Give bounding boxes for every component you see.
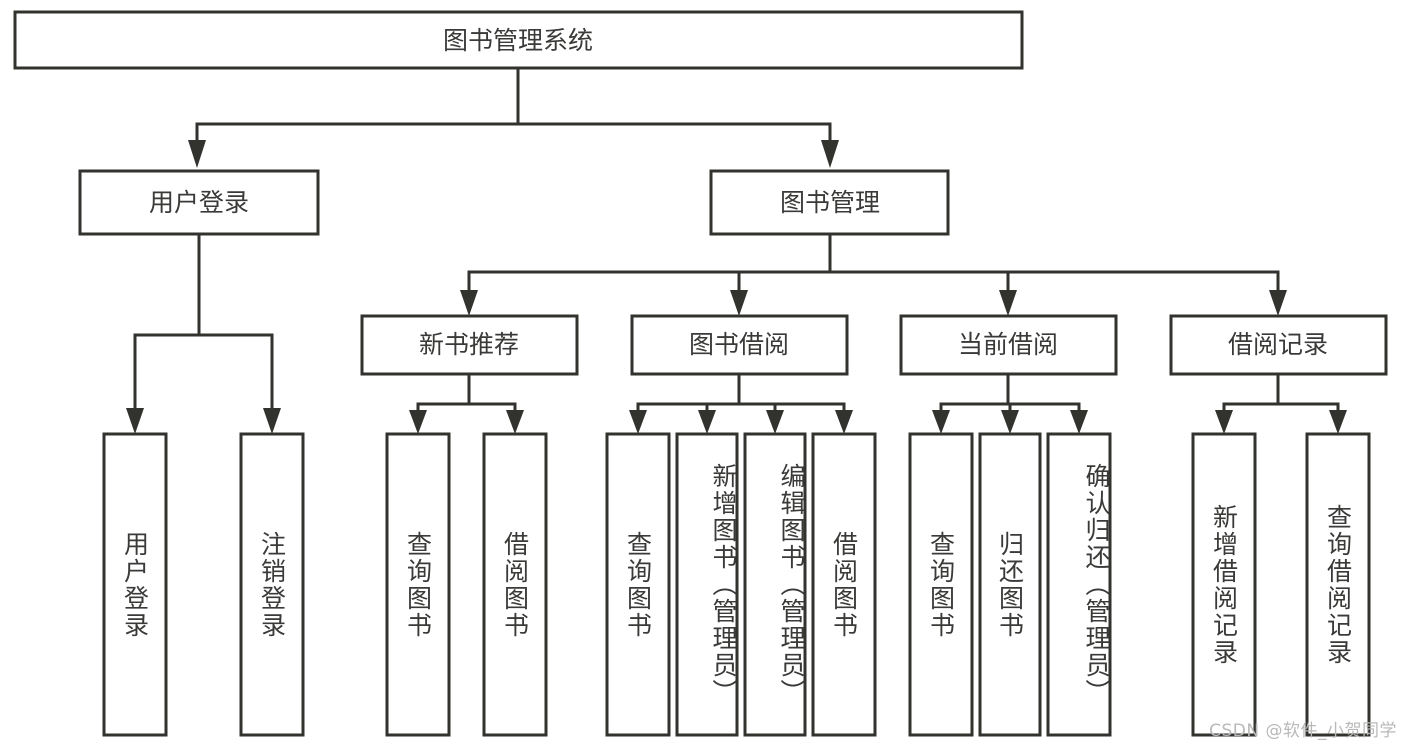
connector-book-borrow-to-leaves	[629, 372, 853, 434]
node-current-borrow[interactable]: 当前借阅	[899, 314, 1118, 376]
node-current-borrow-label: 当前借阅	[958, 330, 1058, 359]
connector-new-book-recommend-to-leaves	[409, 372, 524, 434]
watermark-text: CSDN @软件_小贺同学	[1209, 721, 1397, 741]
connector-user-login-to-leaves	[126, 232, 281, 434]
leaf-box-user-login-0[interactable]	[102, 432, 168, 737]
arrow-head-icon	[1329, 410, 1347, 434]
arrow-head-icon	[730, 290, 748, 316]
node-book-management[interactable]: 图书管理	[709, 169, 950, 236]
node-user-login-rect	[78, 169, 320, 236]
node-root[interactable]: 图书管理系统	[13, 10, 1024, 70]
leaf-box-book-borrow-0[interactable]	[605, 432, 671, 737]
arrow-head-icon	[835, 410, 853, 434]
arrow-head-icon	[188, 140, 206, 168]
node-borrow-record-label: 借阅记录	[1228, 330, 1328, 359]
arrow-head-icon	[698, 410, 716, 434]
connector-current-borrow-to-leaves	[932, 372, 1088, 434]
arrow-head-icon	[932, 410, 950, 434]
arrow-head-icon	[629, 410, 647, 434]
arrow-head-icon	[263, 408, 281, 434]
arrow-head-icon	[1269, 290, 1287, 316]
node-book-borrow[interactable]: 图书借阅	[630, 314, 849, 376]
leaf-box-current-borrow-0[interactable]	[908, 432, 974, 737]
arrow-head-icon	[1215, 410, 1233, 434]
leaf-box-book-borrow-3[interactable]	[811, 432, 877, 737]
connector-root-to-level2	[188, 66, 839, 168]
node-root-rect	[13, 10, 1024, 70]
arrow-head-icon	[1001, 410, 1019, 434]
arrow-head-icon	[506, 410, 524, 434]
leaf-box-borrow-record-1[interactable]	[1305, 432, 1371, 737]
leaf-box-book-borrow-1[interactable]	[675, 432, 739, 737]
arrow-head-icon	[1070, 410, 1088, 434]
node-new-book-recommend-label: 新书推荐	[419, 330, 519, 359]
connector-borrow-record-to-leaves	[1215, 372, 1347, 434]
arrow-head-icon	[766, 410, 784, 434]
node-new-book-recommend[interactable]: 新书推荐	[360, 314, 579, 376]
node-current-borrow-rect	[899, 314, 1118, 376]
arrow-head-icon	[460, 290, 478, 316]
node-user-login[interactable]: 用户登录	[78, 169, 320, 236]
leaf-box-borrow-record-0[interactable]	[1191, 432, 1257, 737]
node-new-book-recommend-rect	[360, 314, 579, 376]
leaf-box-user-login-1[interactable]	[239, 432, 305, 737]
connector-book-management-to-level3	[460, 232, 1287, 316]
arrow-head-icon	[999, 290, 1017, 316]
node-book-borrow-label: 图书借阅	[689, 330, 789, 359]
node-user-login-label: 用户登录	[149, 188, 249, 217]
node-borrow-record[interactable]: 借阅记录	[1169, 314, 1388, 376]
leaf-box-current-borrow-2[interactable]	[1046, 432, 1112, 737]
node-root-label: 图书管理系统	[443, 26, 593, 55]
arrow-head-icon	[409, 410, 427, 434]
arrow-head-icon	[821, 140, 839, 168]
leaf-box-new-book-1[interactable]	[482, 432, 548, 737]
arrow-head-icon	[126, 408, 144, 434]
leaf-box-book-borrow-2[interactable]	[743, 432, 807, 737]
leaf-box-current-borrow-1[interactable]	[978, 432, 1042, 737]
node-book-management-label: 图书管理	[780, 188, 880, 217]
leaf-box-new-book-0[interactable]	[385, 432, 451, 737]
